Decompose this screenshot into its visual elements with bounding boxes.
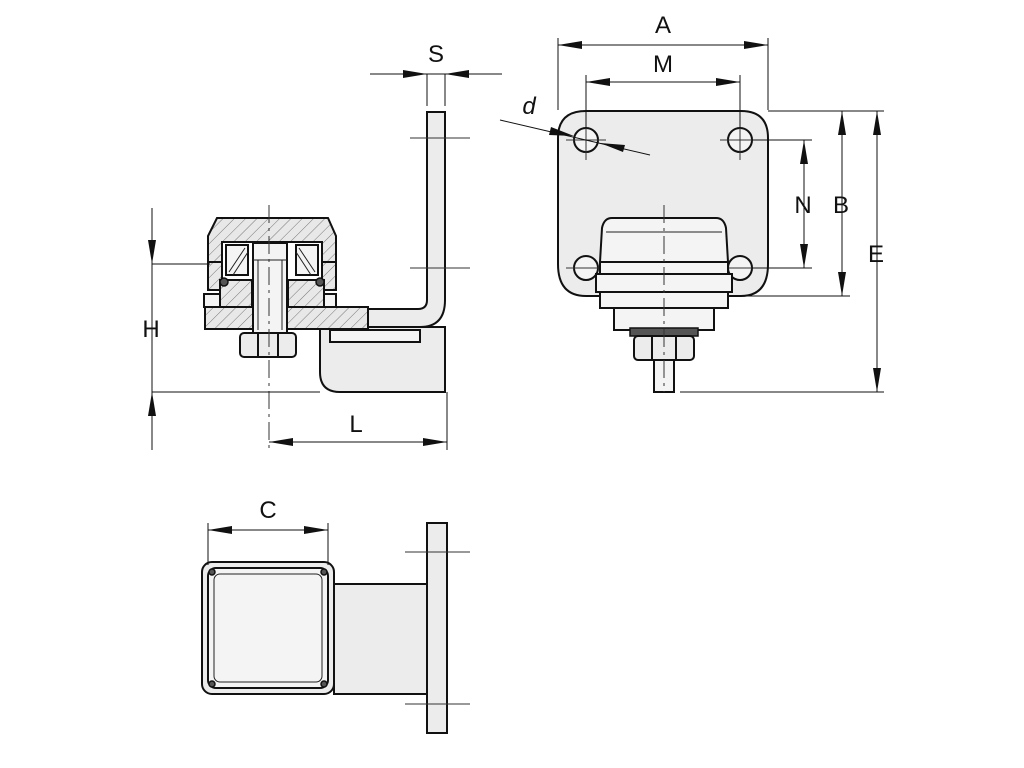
dim-label-c: C xyxy=(259,497,276,524)
dim-label-e: E xyxy=(868,241,884,268)
dim-label-d: d xyxy=(522,93,536,120)
dim-label-a: A xyxy=(655,12,671,39)
side-view-dimensions: S H L xyxy=(142,41,502,450)
dim-label-l: L xyxy=(349,411,362,438)
top-housing-inner xyxy=(207,567,329,689)
top-view-dimensions: C xyxy=(207,497,329,565)
side-shaft xyxy=(252,242,288,334)
dim-label-s: S xyxy=(428,41,444,68)
side-view-section xyxy=(203,111,470,450)
side-arm xyxy=(319,326,446,393)
side-plate xyxy=(367,111,446,328)
top-view xyxy=(201,522,470,734)
top-plate xyxy=(426,522,448,734)
front-view xyxy=(557,110,769,393)
dim-label-m: M xyxy=(653,51,673,78)
side-housing-cap xyxy=(207,217,337,263)
side-arm-top-rib xyxy=(329,329,421,343)
top-arm xyxy=(333,583,429,695)
dim-label-h: H xyxy=(142,316,159,343)
dim-label-n: N xyxy=(794,192,811,219)
dim-label-b: B xyxy=(833,192,849,219)
front-view-dimensions: A M d N B E xyxy=(499,12,884,393)
side-nut xyxy=(239,332,297,358)
